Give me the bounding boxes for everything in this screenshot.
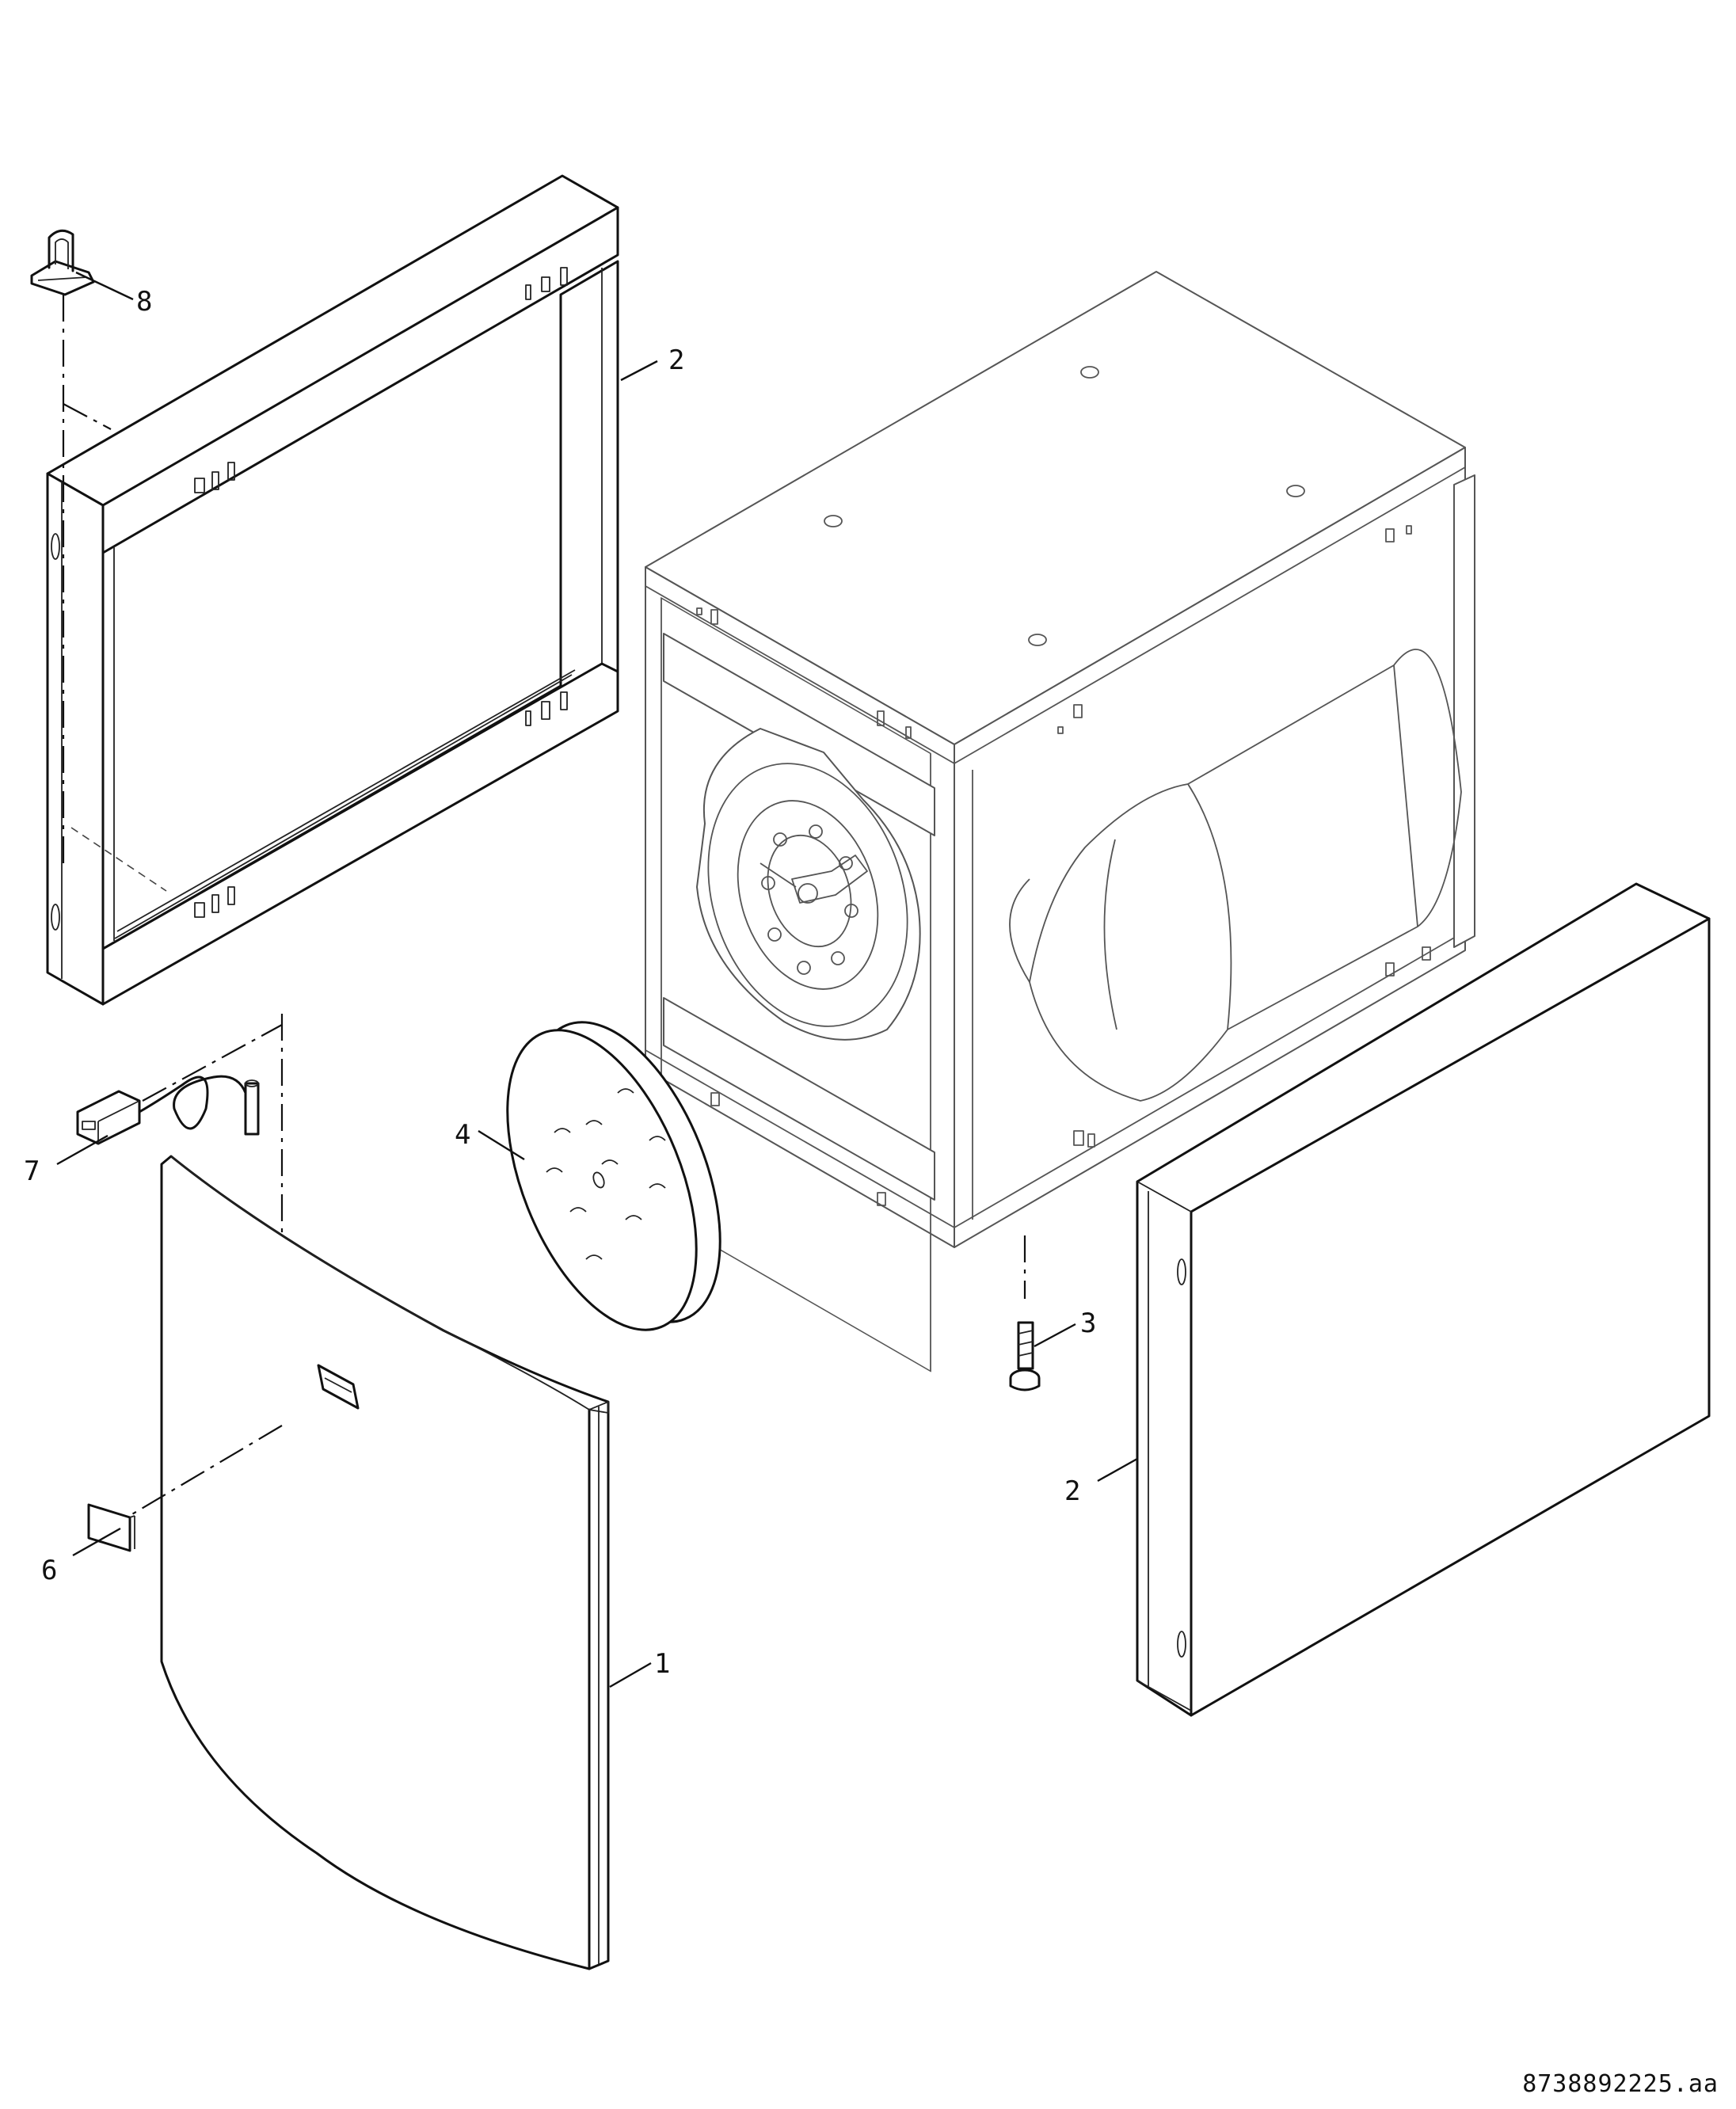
- callout-8: 8: [136, 286, 152, 318]
- part-6-assembly-line: [126, 1425, 283, 1518]
- main-housing: [645, 271, 1475, 1372]
- part-2-frame: [46, 174, 619, 1006]
- callout-2-lower: 2: [1064, 1475, 1080, 1507]
- callout-2-upper: 2: [668, 345, 684, 376]
- callout-4: 4: [455, 1119, 470, 1151]
- part-2-side-panel: [1136, 882, 1711, 1717]
- callout-7: 7: [24, 1155, 40, 1187]
- part-7-assembly-line: [142, 1024, 283, 1102]
- part-1-front-cover: [160, 1155, 610, 1970]
- callouts: 8 2 7 4 3 2 6 1: [24, 271, 1138, 1688]
- callout-6: 6: [41, 1555, 57, 1586]
- document-number: 8738892225.aa: [1522, 2070, 1719, 2098]
- part-8-clip: [30, 229, 95, 296]
- part-8-assembly-line-2: [63, 403, 112, 430]
- callout-3: 3: [1080, 1308, 1096, 1339]
- part-3-bolt: [1009, 1321, 1041, 1391]
- part-7-connector: [76, 1075, 260, 1145]
- callout-1: 1: [654, 1648, 670, 1680]
- part-6-plate: [87, 1503, 135, 1552]
- part-4-insulation-disc: [506, 1021, 721, 1331]
